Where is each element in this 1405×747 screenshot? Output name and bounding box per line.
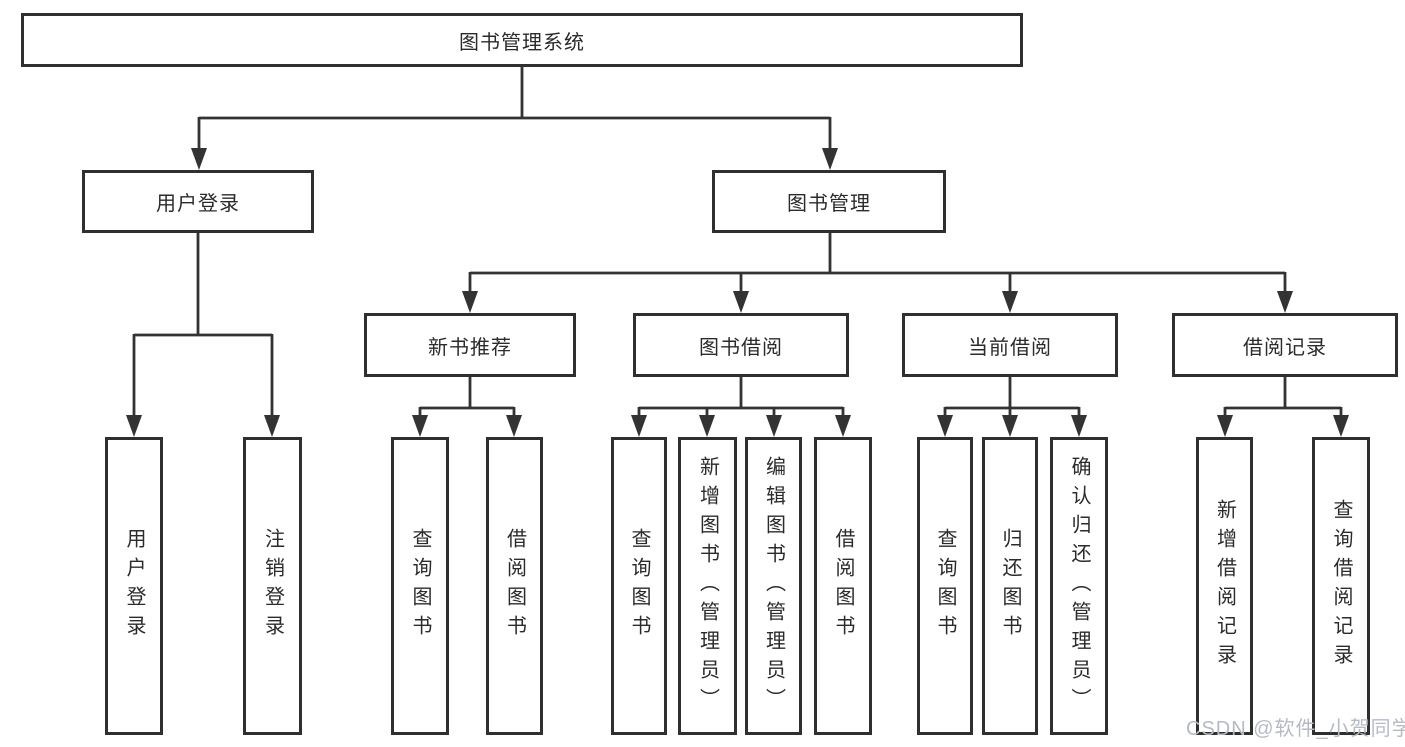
leaf-confirm-return-admin: 确认归还（管理员） (1050, 437, 1108, 735)
connector-new-books-children (412, 377, 522, 437)
leaf-label: 归还图书 (999, 528, 1021, 644)
leaf-add-books-admin: 新增图书（管理员） (678, 437, 737, 735)
connector-records-children (1217, 377, 1349, 437)
leaf-user-login: 用户登录 (105, 437, 163, 735)
leaf-label: 编辑图书（管理员） (762, 455, 785, 717)
leaf-label: 查询借阅记录 (1330, 499, 1352, 673)
arrowhead-new-books (462, 291, 478, 313)
connector-book-mgmt-children (462, 233, 1293, 313)
arrowhead-leaf (506, 415, 522, 437)
arrowhead-user-login (191, 148, 207, 170)
arrowhead-book-mgmt (822, 148, 838, 170)
leaf-return-books: 归还图书 (982, 437, 1038, 735)
node-new-book-recommend: 新书推荐 (364, 313, 576, 377)
arrowhead-leaf (766, 415, 782, 437)
arrowhead-login-leaf (126, 415, 142, 437)
leaf-label: 注销登录 (261, 528, 284, 644)
arrowhead-leaf (699, 415, 715, 437)
connector-root-to-level2 (191, 67, 838, 170)
arrowhead-borrowing (733, 291, 749, 313)
leaf-query-books-borrowing: 查询图书 (611, 437, 667, 735)
arrowhead-leaf (937, 415, 953, 437)
arrowhead-leaf (835, 415, 851, 437)
leaf-label: 新增图书（管理员） (696, 455, 719, 717)
leaf-query-borrow-record: 查询借阅记录 (1312, 437, 1370, 735)
leaf-borrow-books: 借阅图书 (814, 437, 872, 735)
arrowhead-leaf (1002, 415, 1018, 437)
arrowhead-current (1002, 291, 1018, 313)
leaf-logout: 注销登录 (243, 437, 302, 735)
node-borrowing-records: 借阅记录 (1172, 313, 1398, 377)
leaf-label: 查询图书 (628, 528, 650, 644)
leaf-label: 确认归还（管理员） (1068, 455, 1090, 717)
arrowhead-records (1277, 291, 1293, 313)
leaf-query-books-current: 查询图书 (917, 437, 973, 735)
connector-current-children (937, 377, 1087, 437)
csdn-watermark: CSDN @软件_小贺同学 (1186, 718, 1405, 740)
arrowhead-leaf (1217, 415, 1233, 437)
leaf-label: 借阅图书 (832, 528, 854, 644)
leaf-label: 新增借阅记录 (1213, 499, 1236, 673)
leaf-label: 借阅图书 (503, 528, 526, 644)
connector-borrowing-children (631, 377, 851, 437)
node-root-library-system: 图书管理系统 (21, 13, 1023, 67)
node-book-borrowing: 图书借阅 (633, 313, 849, 377)
leaf-add-borrow-record: 新增借阅记录 (1196, 437, 1253, 735)
arrowhead-leaf (1333, 415, 1349, 437)
connector-user-login-children (126, 233, 280, 437)
arrowhead-leaf (1071, 415, 1087, 437)
node-book-management: 图书管理 (712, 170, 946, 233)
leaf-label: 查询图书 (934, 528, 956, 644)
leaf-borrow-books-recommend: 借阅图书 (486, 437, 543, 735)
node-current-borrowing: 当前借阅 (902, 313, 1118, 377)
leaf-label: 查询图书 (409, 528, 431, 644)
leaf-label: 用户登录 (123, 528, 145, 644)
node-user-login: 用户登录 (82, 170, 314, 233)
arrowhead-leaf (412, 415, 428, 437)
arrowhead-leaf (631, 415, 647, 437)
arrowhead-logout-leaf (264, 415, 280, 437)
leaf-edit-books-admin: 编辑图书（管理员） (745, 437, 802, 735)
leaf-query-books-recommend: 查询图书 (391, 437, 449, 735)
